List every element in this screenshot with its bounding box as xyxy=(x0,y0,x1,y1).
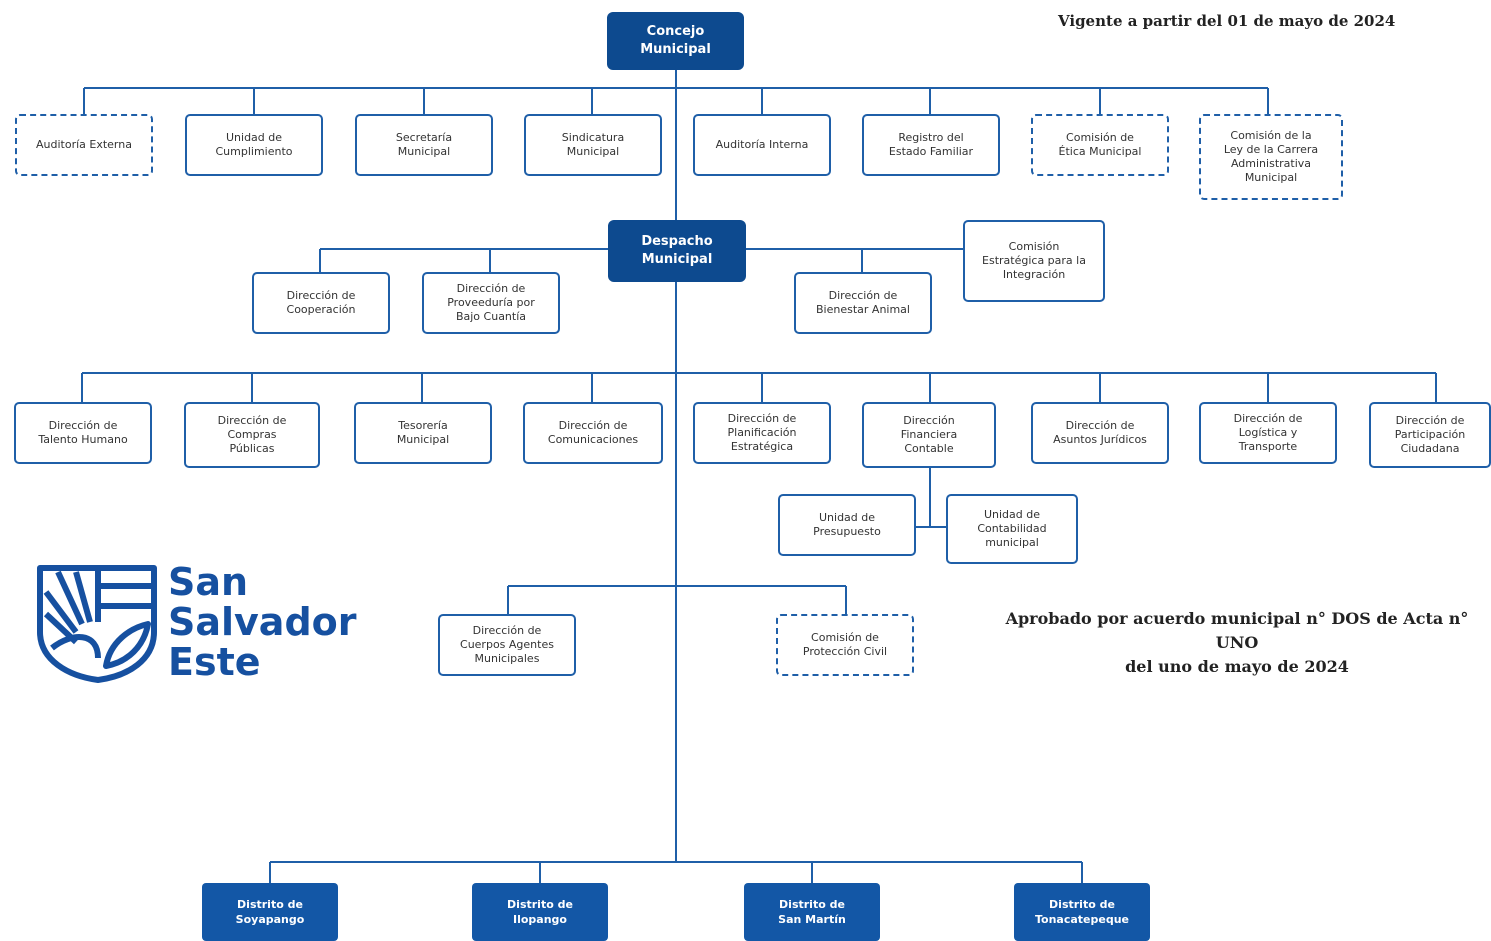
org-box-auditoria-interna: Auditoría Interna xyxy=(693,114,831,176)
org-box-comision-etica: Comisión de Ética Municipal xyxy=(1031,114,1169,176)
org-box-direccion-logistica: Dirección de Logística y Transporte xyxy=(1199,402,1337,464)
org-box-tesoreria-municipal: Tesorería Municipal xyxy=(354,402,492,464)
org-box-direccion-cooperacion: Dirección de Cooperación xyxy=(252,272,390,334)
org-box-despacho-municipal: Despacho Municipal xyxy=(608,220,746,282)
org-box-unidad-presupuesto: Unidad de Presupuesto xyxy=(778,494,916,556)
effective-date-note: Vigente a partir del 01 de mayo de 2024 xyxy=(1058,12,1396,30)
org-box-concejo-municipal: Concejo Municipal xyxy=(607,12,744,70)
org-box-auditoria-externa: Auditoría Externa xyxy=(15,114,153,176)
org-box-comision-estrategica: Comisión Estratégica para la Integración xyxy=(963,220,1105,302)
org-box-direccion-talento-humano: Dirección de Talento Humano xyxy=(14,402,152,464)
org-box-direccion-bienestar-animal: Dirección de Bienestar Animal xyxy=(794,272,932,334)
org-box-direccion-financiera-contable: Dirección Financiera Contable xyxy=(862,402,996,468)
logo-line1: San xyxy=(168,560,249,604)
municipal-shield-sunburst-icon xyxy=(37,565,157,683)
logo-line2: Salvador xyxy=(168,600,357,644)
logo-line3: Este xyxy=(168,640,261,684)
org-box-direccion-compras-publicas: Dirección de Compras Públicas xyxy=(184,402,320,468)
org-box-direccion-planificacion: Dirección de Planificación Estratégica xyxy=(693,402,831,464)
org-box-direccion-participacion: Dirección de Participación Ciudadana xyxy=(1369,402,1491,468)
org-box-unidad-contabilidad: Unidad de Contabilidad municipal xyxy=(946,494,1078,564)
approval-note-line1: Aprobado por acuerdo municipal n° DOS de… xyxy=(1005,609,1469,652)
org-box-proteccion-civil: Comisión de Protección Civil xyxy=(776,614,914,676)
approval-note-line2: del uno de mayo de 2024 xyxy=(1125,657,1349,676)
org-box-direccion-comunicaciones: Dirección de Comunicaciones xyxy=(523,402,663,464)
org-box-sindicatura-municipal: Sindicatura Municipal xyxy=(524,114,662,176)
org-box-direccion-asuntos-juridicos: Dirección de Asuntos Jurídicos xyxy=(1031,402,1169,464)
logo-text: San Salvador Este xyxy=(168,562,357,682)
org-box-distrito-ilopango: Distrito de Ilopango xyxy=(472,883,608,941)
org-box-direccion-proveeduria: Dirección de Proveeduría por Bajo Cuantí… xyxy=(422,272,560,334)
org-box-distrito-tonacatepeque: Distrito de Tonacatepeque xyxy=(1014,883,1150,941)
approval-note: Aprobado por acuerdo municipal n° DOS de… xyxy=(990,607,1484,679)
org-box-cuerpos-agentes: Dirección de Cuerpos Agentes Municipales xyxy=(438,614,576,676)
org-box-comision-ley-carrera: Comisión de la Ley de la Carrera Adminis… xyxy=(1199,114,1343,200)
org-box-registro-estado-familiar: Registro del Estado Familiar xyxy=(862,114,1000,176)
org-box-secretaria-municipal: Secretaría Municipal xyxy=(355,114,493,176)
org-box-unidad-cumplimiento: Unidad de Cumplimiento xyxy=(185,114,323,176)
org-box-distrito-san-martin: Distrito de San Martín xyxy=(744,883,880,941)
org-box-distrito-soyapango: Distrito de Soyapango xyxy=(202,883,338,941)
